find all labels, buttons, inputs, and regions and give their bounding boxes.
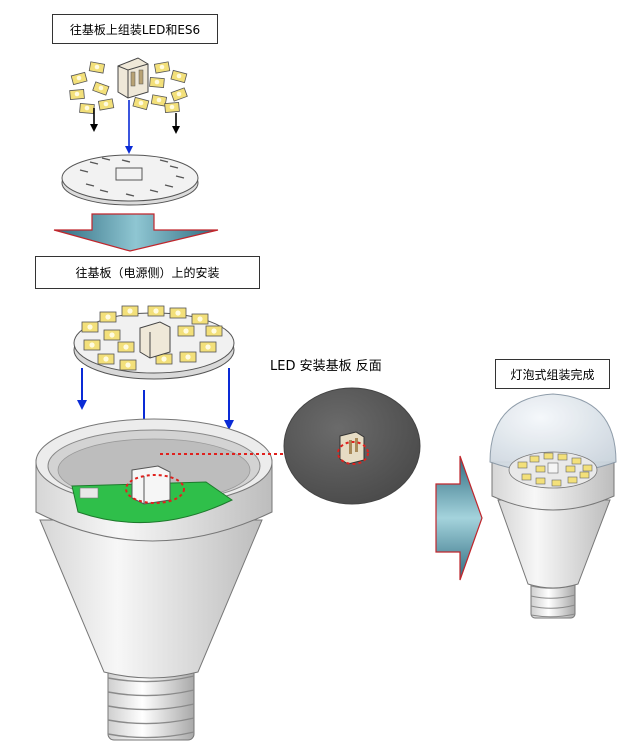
bulb-body-open: [36, 419, 272, 740]
bare-led-board: [62, 155, 198, 205]
es6-connector: [118, 58, 148, 98]
big-down-arrow-1: [54, 214, 218, 251]
big-right-arrow: [436, 456, 482, 580]
rear-led-board: [284, 388, 420, 504]
completed-bulb: [490, 394, 616, 618]
populated-led-board: [74, 306, 234, 379]
bulb-screw-base: [108, 668, 194, 740]
